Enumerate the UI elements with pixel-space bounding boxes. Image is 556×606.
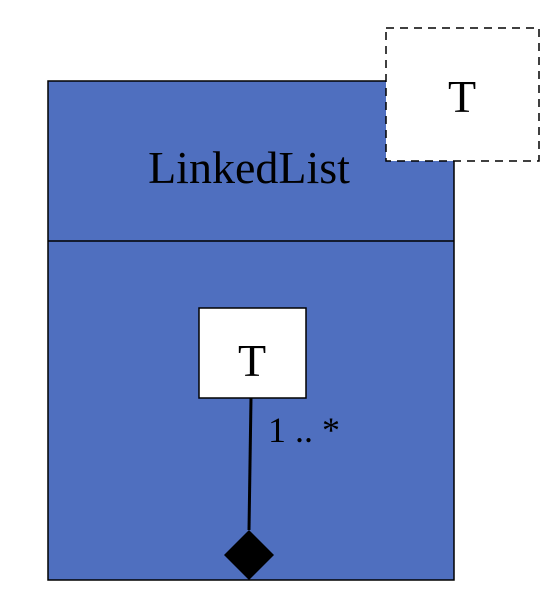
template-param-label: T xyxy=(448,71,476,122)
composition-diamond xyxy=(224,530,274,580)
class-name: LinkedList xyxy=(148,142,350,193)
inner-part-label: T xyxy=(238,335,266,386)
multiplicity-label: 1 .. * xyxy=(268,410,340,450)
template-param-box xyxy=(385,27,540,162)
composition-line xyxy=(247,397,253,531)
inner-part-box xyxy=(198,307,307,399)
